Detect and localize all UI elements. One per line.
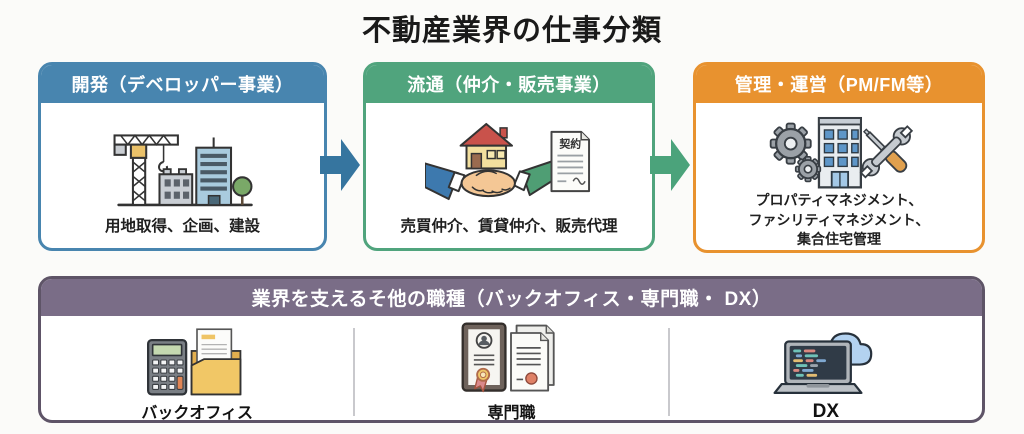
card-management: 管理・運営（PM/FM等） xyxy=(693,62,985,253)
handshake-house-contract-icon: 契約 xyxy=(425,109,593,214)
dx-label: DX xyxy=(812,401,840,422)
card-management-header: 管理・運営（PM/FM等） xyxy=(696,65,982,103)
card-management-body: プロパティマネジメント、 ファシリティマネジメント、 集合住宅管理 xyxy=(696,103,982,250)
management-caption-line: ファシリティマネジメント、 xyxy=(748,211,930,228)
contract-doc-label: 契約 xyxy=(558,137,581,151)
column-divider xyxy=(667,328,670,416)
other-roles-header: 業界を支えるそ他の職種（バックオフィス・専門職・ DX） xyxy=(41,279,982,316)
other-roles-body: バックオフィス xyxy=(41,316,982,422)
calculator-folder-icon xyxy=(138,322,256,398)
flow-arrow-right-icon xyxy=(320,139,360,191)
management-caption-line: 集合住宅管理 xyxy=(796,231,881,248)
card-development: 開発（デベロッパー事業） xyxy=(38,62,327,251)
card-development-header: 開発（デベロッパー事業） xyxy=(41,65,324,103)
laptop-cloud-icon xyxy=(768,322,884,400)
column-specialist: 専門職 xyxy=(355,316,667,422)
management-caption-line: プロパティマネジメント、 xyxy=(755,192,923,208)
crane-buildings-icon xyxy=(105,109,261,214)
management-caption: プロパティマネジメント、 ファシリティマネジメント、 集合住宅管理 xyxy=(749,191,930,250)
card-distribution-body: 契約 売買仲介、賃貸仲介、販売代理 xyxy=(366,103,652,248)
gears-building-tools-icon xyxy=(760,109,918,191)
flow-arrow-right-icon xyxy=(650,139,690,191)
development-caption: 用地取得、企画、建設 xyxy=(104,218,260,235)
card-distribution-header: 流通（仲介・販売事業） xyxy=(366,65,652,103)
specialist-label: 専門職 xyxy=(487,405,536,422)
page-title: 不動産業界の仕事分類 xyxy=(361,15,662,47)
certificate-documents-icon xyxy=(457,320,565,398)
card-distribution: 流通（仲介・販売事業） 契約 xyxy=(363,62,655,251)
column-backoffice: バックオフィス xyxy=(41,316,353,422)
card-development-body: 用地取得、企画、建設 xyxy=(41,103,324,248)
other-roles-section: 業界を支えるそ他の職種（バックオフィス・専門職・ DX） xyxy=(38,276,985,423)
backoffice-label: バックオフィス xyxy=(141,405,253,422)
column-dx: DX xyxy=(670,316,982,422)
distribution-caption: 売買仲介、賃貸仲介、販売代理 xyxy=(400,218,618,235)
column-divider xyxy=(353,328,356,416)
